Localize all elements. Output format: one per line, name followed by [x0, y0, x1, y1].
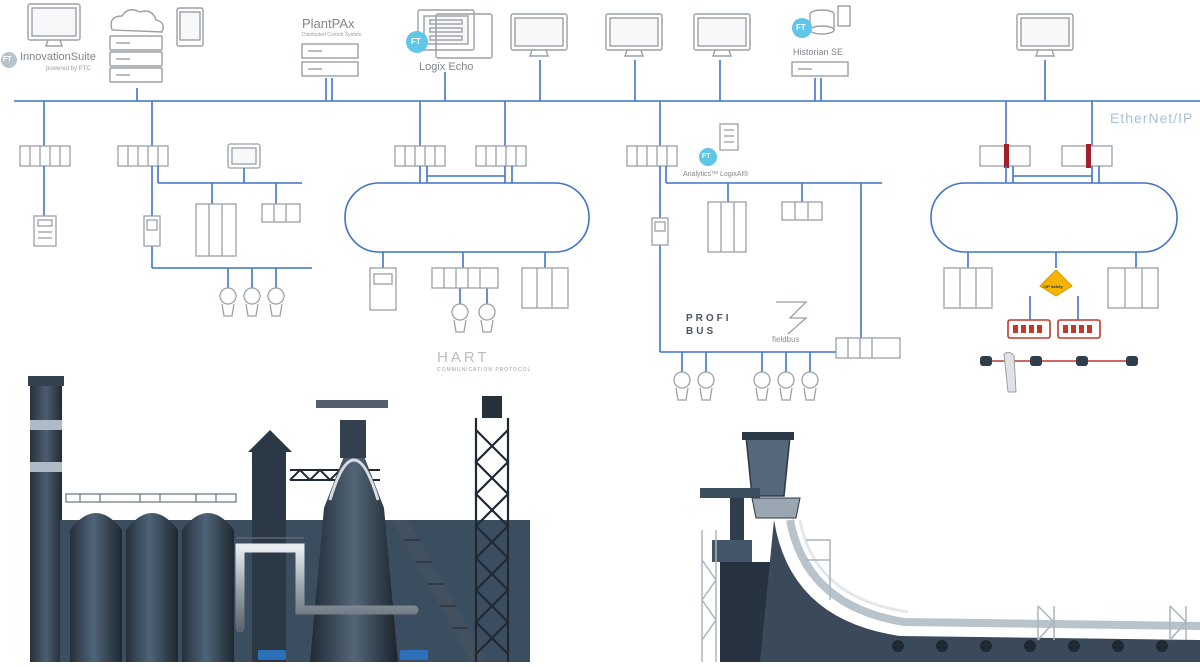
safety-controller-2 [1061, 144, 1113, 168]
ethernet-backbone [14, 60, 1200, 146]
transmitter [697, 371, 715, 401]
transmitter [451, 303, 469, 333]
transmitter [267, 287, 285, 317]
workstation-monitor-3 [605, 13, 663, 57]
io-rack-2 [521, 267, 569, 309]
ethernet-ip-label: EtherNet/IP [1110, 110, 1194, 126]
workstation-monitor-5 [1016, 13, 1074, 57]
ft-badge-historian: FT [796, 23, 806, 32]
workstation-monitor-1 [27, 3, 81, 47]
plantpax-server-icon [301, 43, 359, 77]
ft-badge-innovation: FT [3, 56, 12, 63]
controller-2 [117, 145, 169, 167]
logix-echo-workstation [417, 9, 493, 59]
instruments [219, 287, 819, 401]
hart-label: HART [437, 349, 490, 366]
controller-3 [394, 145, 446, 167]
transmitter [219, 287, 237, 317]
profibus-bus-label: BUS [686, 326, 717, 337]
io-rack-4 [943, 267, 993, 309]
fieldbus-label: fieldbus [772, 335, 800, 344]
controllers [19, 123, 1113, 169]
transmitter [673, 371, 691, 401]
logix-echo-label: Logix Echo [419, 61, 474, 73]
plantpax-label: PlantPAx [302, 16, 355, 31]
ft-badges [1, 18, 812, 166]
workstation-monitor-2 [510, 13, 568, 57]
cip-safety-label: CIP Safety [1043, 284, 1063, 289]
transmitter [243, 287, 261, 317]
continuous-caster-illustration [700, 432, 1200, 662]
tablet-icon [176, 7, 204, 47]
ft-badge-analytics: FT [702, 153, 711, 160]
blast-furnace-illustration [0, 376, 530, 662]
transmitter [777, 371, 795, 401]
io-rack-3 [707, 201, 747, 253]
calculator-terminal [33, 215, 57, 247]
controller-5 [626, 145, 678, 167]
profibus-profi-label: PROFI [686, 313, 732, 324]
io-module-strip [431, 267, 499, 289]
hmi-panel [227, 143, 261, 169]
io-adapter-2 [651, 217, 669, 246]
controller-1 [19, 145, 71, 167]
innovation-suite-label: InnovationSuite [20, 51, 96, 63]
drive-block-1 [261, 203, 301, 223]
transmitter [478, 303, 496, 333]
io-module-strip-2 [835, 337, 901, 359]
workstation-monitor-4 [693, 13, 751, 57]
io-rack-5 [1107, 267, 1159, 309]
fieldbus-logo-mark [776, 301, 808, 335]
plantpax-sub-label: Distributed Control System [302, 32, 362, 38]
analytics-label: Analytics™ LogixAI® [683, 171, 749, 178]
transmitter [753, 371, 771, 401]
safety-controller-1 [979, 144, 1031, 168]
variable-frequency-drive [369, 267, 397, 311]
io-adapter-1 [143, 215, 161, 247]
safety-devices [980, 269, 1138, 393]
cloud-server-icon [109, 9, 164, 83]
hart-sub-label: COMMUNICATION PROTOCOL [437, 367, 532, 373]
historian-server-icon [791, 5, 851, 77]
io-rack-1 [195, 203, 237, 257]
sub-networks [43, 166, 1178, 372]
transmitter [801, 371, 819, 401]
top-devices [27, 3, 1074, 83]
field-devices [33, 201, 1159, 359]
controller-4 [475, 145, 527, 167]
ft-badge-logix: FT [411, 37, 421, 46]
innovation-powered-label: powered by PTC [46, 66, 91, 72]
historian-label: Historian SE [793, 47, 844, 57]
drive-block-2 [781, 201, 823, 221]
analytics-appliance [719, 123, 739, 151]
